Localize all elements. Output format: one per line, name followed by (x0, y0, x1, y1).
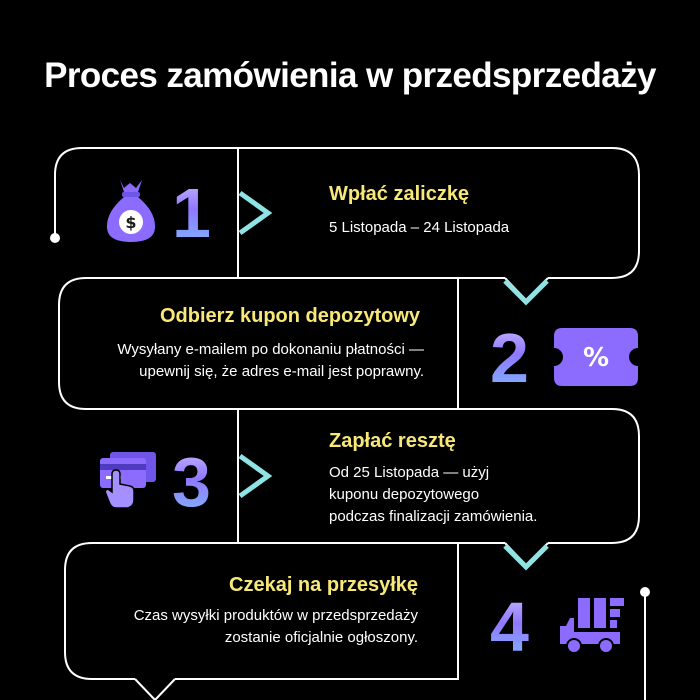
step-1-chevron-icon (238, 190, 273, 236)
step-3-title: Zapłać resztę (329, 430, 456, 452)
bottom-pointer-frame (134, 678, 176, 700)
step-3-chevron-icon (238, 453, 273, 499)
delivery-truck-icon (560, 598, 624, 654)
step-3-frame (458, 408, 640, 544)
step-3-description: Od 25 Listopada — użyj kuponu depozytowe… (329, 462, 609, 528)
step-4-frame-right (175, 543, 459, 680)
card-payment-icon (100, 452, 156, 509)
step-4-line-1: Czas wysyłki produktów w przedsprzedaży (133, 607, 418, 624)
step-2-number: 2 (490, 319, 529, 397)
step-3-line-3: podczas finalizacji zamówienia. (329, 508, 538, 525)
start-dot (50, 233, 60, 243)
step-2-title: Odbierz kupon depozytowy (159, 305, 420, 327)
step-2-frame (58, 277, 505, 410)
step-4-line-2: zostanie oficjalnie ogłoszony. (224, 629, 418, 646)
money-bag-icon: $ (106, 180, 156, 242)
step-2-description: Wysyłany e-mailem po dokonaniu płatności… (64, 339, 424, 383)
coupon-percent-text: % (583, 343, 609, 373)
step-1-frame (54, 147, 640, 279)
step-4-title: Czekaj na przesyłkę (229, 574, 418, 596)
step-4-description: Czas wysyłki produktów w przedsprzedaży … (78, 605, 418, 649)
step-1-description: 5 Listopada – 24 Listopada (329, 219, 510, 236)
coupon-percent-icon: % (554, 328, 638, 386)
step-4-number: 4 (490, 588, 529, 666)
step-2-line-1: Wysyłany e-mailem po dokonaniu płatności… (117, 341, 424, 358)
step-4-chevron-icon (503, 544, 549, 571)
page-title: Proces zamówienia w przedsprzedaży (44, 56, 656, 95)
step-3-line-1: Od 25 Listopada — użyj (329, 464, 490, 481)
step-3-line-2: kuponu depozytowego (329, 486, 480, 503)
step-4-frame (64, 542, 505, 680)
svg-text:$: $ (125, 213, 136, 232)
step-1-number: 1 (172, 174, 211, 252)
end-dot (640, 587, 650, 597)
step-2-line-2: upewnij się, że adres e-mail jest popraw… (139, 363, 424, 380)
step-2-chevron-icon (503, 279, 549, 306)
step-1-title: Wpłać zaliczkę (329, 183, 470, 205)
step-3-number: 3 (172, 443, 211, 521)
